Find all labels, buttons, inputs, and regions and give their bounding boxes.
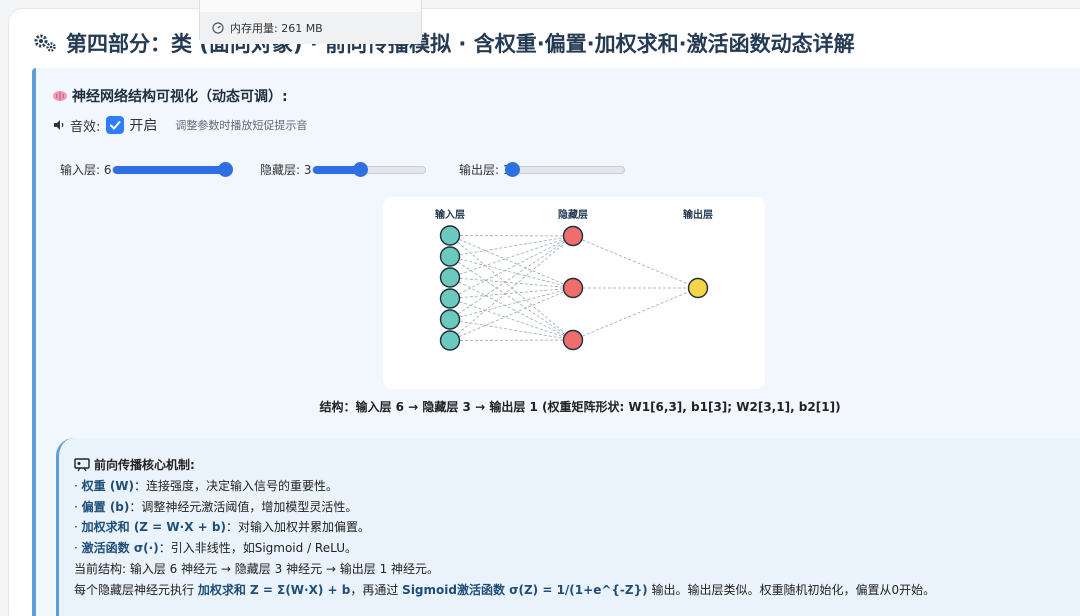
mechanism-title-text: 前向传播核心机制: [94, 458, 195, 472]
input-layer-slider-group: 输入层: 6 [60, 161, 233, 178]
input-layer-slider-fill [112, 165, 225, 174]
sound-label: 音效: [70, 119, 101, 135]
hidden-layer-label: 隐藏层: 3 [260, 163, 312, 177]
input-neuron [439, 288, 461, 309]
term-weighted-sum: 加权求和 (Z = W·X + b) [81, 520, 226, 535]
sound-checkbox[interactable] [106, 116, 125, 134]
connection-edge [449, 277, 574, 289]
desc-weight: ：连接强度，决定输入信号的重要性。 [134, 478, 339, 493]
input-layer-title: 输入层 [435, 208, 465, 221]
mechanism-item-activation: · 激活函数 σ(·)：引入非线性，如Sigmoid / ReLU。 [74, 541, 357, 556]
detail-suffix: 输出。输出层类似。权重随机初始化，偏置从0开始。 [647, 582, 936, 597]
mechanism-item-weighted-sum: · 加权求和 (Z = W·X + b)：对输入加权并累加偏置。 [74, 520, 370, 535]
connection-edge [449, 235, 574, 237]
detail-prefix: 每个隐藏层神经元执行 [74, 582, 198, 597]
viz-heading: 神经网络结构可视化（动态可调）: [52, 86, 288, 106]
input-layer-slider-thumb[interactable] [217, 161, 233, 177]
viz-heading-text: 神经网络结构可视化（动态可调）: [72, 89, 288, 105]
detail-term-weighted-sum: 加权求和 Z = Σ(W·X) + b [197, 582, 351, 597]
network-diagram-card: 输入层 隐藏层 输出层 [383, 197, 765, 389]
input-neuron [439, 225, 461, 246]
sound-hint: 调整参数时播放短促提示音 [175, 119, 308, 132]
structure-caption: 结构：输入层 6 → 隐藏层 3 → 输出层 1 (权重矩阵形状: W1[6,3… [319, 400, 841, 414]
sound-row: 音效: 开启 调整参数时播放短促提示音 [52, 115, 307, 135]
connection-edge [449, 287, 574, 341]
connection-edge [449, 235, 574, 299]
desc-activation: ：引入非线性，如Sigmoid / ReLU。 [158, 541, 357, 556]
connection-edge [449, 319, 574, 341]
hidden-layer-title: 隐藏层 [558, 208, 588, 221]
output-layer-slider-thumb[interactable] [504, 161, 520, 177]
speaker-icon [54, 120, 64, 130]
mechanism-box [56, 438, 1080, 616]
mechanism-content: 前向传播核心机制: · 权重 (W)：连接强度，决定输入信号的重要性。 · 偏置… [74, 455, 935, 601]
connection-edge [449, 287, 574, 299]
term-weight: 权重 (W) [81, 478, 135, 493]
connection-edge [449, 277, 574, 341]
connection-edge [449, 256, 574, 289]
input-layer-label: 输入层: 6 [60, 163, 112, 177]
output-layer-label: 输出层: 1 [459, 163, 511, 177]
network-diagram: 输入层 隐藏层 输出层 [435, 208, 713, 351]
hidden-layer-slider-group: 隐藏层: 3 [260, 161, 426, 178]
connection-edge [449, 235, 574, 289]
output-neuron [687, 277, 709, 299]
input-layer-slider[interactable] [111, 161, 233, 177]
checkmark-icon [110, 121, 121, 130]
section-title: 第四部分：类 (面向对象) · 前向传播模拟 · 含权重·偏置·加权求和·激活函… [32, 28, 855, 58]
hidden-neuron [562, 225, 584, 247]
input-neuron [439, 246, 461, 267]
connection-edge [449, 298, 574, 341]
input-neuron [439, 330, 461, 351]
brain-icon [53, 91, 67, 101]
connection-edge [449, 235, 574, 341]
current-structure-line: 当前结构: 输入层 6 神经元 → 隐藏层 3 神经元 → 输出层 1 神经元。 [74, 561, 440, 576]
mechanism-title: 前向传播核心机制: [74, 455, 935, 476]
input-neuron [439, 267, 461, 288]
connection-edge [449, 339, 574, 341]
term-activation: 激活函数 σ(·) [81, 541, 159, 556]
hidden-layer-slider-fill [312, 165, 360, 174]
term-bias: 偏置 (b) [81, 499, 130, 514]
detail-middle: ，再通过 [350, 582, 403, 597]
connection-edge [449, 235, 574, 257]
hidden-neuron [562, 329, 584, 351]
output-layer-title: 输出层 [683, 208, 713, 221]
input-neuron [439, 309, 461, 330]
section-title-text: 第四部分：类 (面向对象) · 前向传播模拟 · 含权重·偏置·加权求和·激活函… [66, 32, 855, 56]
hidden-layer-slider[interactable] [311, 161, 426, 177]
mechanism-detail-line: 每个隐藏层神经元执行 加权求和 Z = Σ(W·X) + b，再通过 Sigmo… [74, 580, 935, 601]
connection-edge [449, 256, 574, 341]
gauge-icon [212, 22, 224, 34]
desc-weighted-sum: ：对输入加权并累加偏置。 [225, 520, 370, 535]
detail-term-sigmoid: Sigmoid激活函数 σ(Z) = 1/(1+e^{-Z}) [402, 582, 648, 597]
connection-edge [572, 287, 699, 341]
desc-bias: ：调整神经元激活阈值，增加模型灵活性。 [129, 499, 358, 514]
sound-state-label[interactable]: 开启 [129, 118, 158, 134]
connection-edge [572, 235, 699, 289]
gears-icon [34, 34, 56, 52]
output-layer-slider[interactable] [504, 161, 625, 177]
output-layer-slider-group: 输出层: 1 [459, 161, 625, 178]
hidden-neuron [562, 277, 584, 299]
memory-usage-text: 内存用量: 261 MB [230, 22, 323, 35]
connection-edge [449, 287, 574, 320]
mechanism-item-bias: · 偏置 (b)：调整神经元激活阈值，增加模型灵活性。 [74, 499, 358, 514]
memory-tooltip: 内存用量: 261 MB [199, 0, 422, 44]
presentation-board-icon [74, 458, 90, 472]
connection-edge [449, 235, 574, 278]
hidden-layer-slider-thumb[interactable] [352, 161, 368, 177]
connection-edge [449, 235, 574, 320]
mechanism-item-weight: · 权重 (W)：连接强度，决定输入信号的重要性。 [74, 478, 339, 493]
